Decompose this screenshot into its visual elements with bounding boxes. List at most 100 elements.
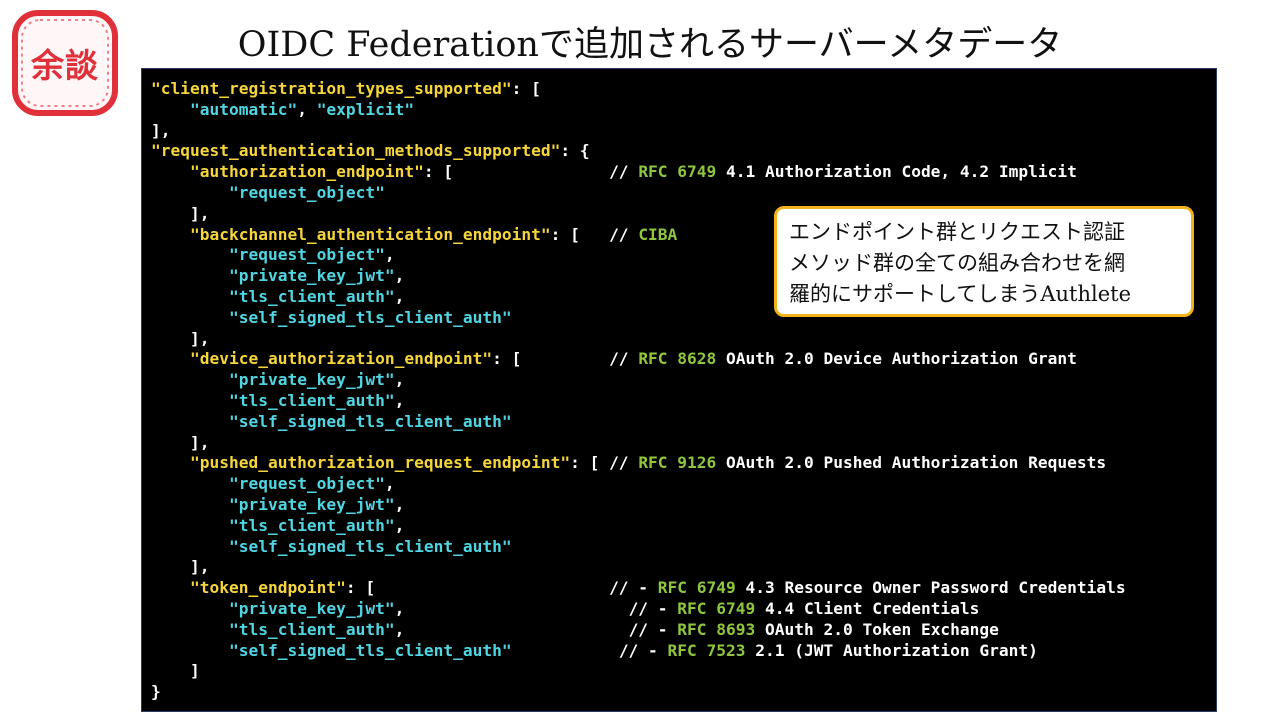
code-indent (151, 162, 190, 181)
stamp-border-icon (21, 19, 109, 107)
code-indent (151, 349, 190, 368)
code-line: "self_signed_tls_client_auth" (151, 536, 512, 557)
json-value: "self_signed_tls_client_auth" (228, 536, 512, 556)
json-value: "private_key_jwt" (228, 370, 395, 390)
code-indent (151, 287, 229, 306)
comment-text: OAuth 2.0 Pushed Authorization Requests (716, 453, 1107, 473)
code-comment: // (609, 224, 639, 244)
code-line: ], (151, 432, 210, 453)
comment-text: 4.3 Resource Owner Password Credentials (735, 578, 1126, 598)
code-indent (151, 620, 229, 639)
json-value: "tls_client_auth" (228, 515, 395, 535)
code-punct: , (394, 370, 405, 390)
code-line: "tls_client_auth", (151, 515, 404, 536)
json-value: "tls_client_auth" (228, 619, 395, 639)
callout-box: エンドポイント群とリクエスト認証 メソッド群の全ての組み合わせを網 羅的にサポー… (774, 206, 1194, 317)
code-line: "tls_client_auth", // - RFC 8693 OAuth 2… (151, 619, 999, 640)
code-indent (151, 537, 229, 556)
code-punct: , (394, 266, 405, 286)
code-punct: , (384, 474, 395, 494)
code-line: ], (151, 556, 210, 577)
code-line: "authorization_endpoint": [ // RFC 6749 … (151, 161, 1077, 182)
code-line: "request_object" (151, 182, 385, 203)
code-punct: , (394, 391, 405, 410)
code-punct: : [ (345, 578, 610, 598)
comment-text: OAuth 2.0 Device Authorization Grant (716, 349, 1077, 369)
code-indent (151, 578, 190, 597)
code-indent (151, 661, 190, 680)
code-line: "private_key_jwt", (151, 369, 404, 390)
code-line: ], (151, 120, 171, 141)
code-punct: , (394, 619, 629, 639)
code-indent (151, 329, 190, 348)
code-indent (151, 266, 229, 285)
json-key: "token_endpoint" (189, 578, 346, 598)
json-key: "request_authentication_methods_supporte… (151, 141, 561, 161)
json-key: "backchannel_authentication_endpoint" (189, 224, 551, 244)
code-punct: } (151, 682, 161, 702)
rfc-reference: RFC 6749 (657, 578, 736, 598)
code-indent (151, 474, 229, 493)
json-value: "request_object" (228, 245, 385, 265)
json-value: "tls_client_auth" (228, 287, 395, 306)
json-value: "private_key_jwt" (228, 266, 395, 286)
callout-line: メソッド群の全ての組み合わせを網 (789, 251, 1125, 275)
slide-title: OIDC Federationで追加されるサーバーメタデータ (237, 25, 1063, 65)
json-value: "automatic" (189, 99, 298, 119)
code-line: ] (151, 660, 200, 681)
code-line: } (151, 681, 161, 702)
code-line: ], (151, 328, 210, 349)
comment-text: 4.4 Client Credentials (755, 599, 980, 618)
rfc-reference: RFC 9126 (638, 453, 717, 473)
code-punct: ], (151, 120, 171, 140)
aside-stamp: 余談 (12, 10, 118, 116)
code-line: "private_key_jwt", (151, 265, 404, 286)
code-line: "request_authentication_methods_supporte… (151, 140, 590, 161)
code-indent (151, 370, 229, 389)
code-punct: : { (560, 141, 590, 161)
code-line: "self_signed_tls_client_auth" (151, 411, 512, 432)
code-comment: // - (628, 599, 678, 618)
json-value: "request_object" (228, 474, 385, 494)
json-value: "self_signed_tls_client_auth" (228, 640, 512, 660)
comment-text: OAuth 2.0 Token Exchange (755, 619, 999, 639)
code-indent (151, 495, 229, 514)
comment-text: CIBA (638, 224, 678, 244)
json-key: "device_authorization_endpoint" (189, 349, 493, 369)
json-value: "self_signed_tls_client_auth" (228, 411, 512, 431)
comment-text: 2.1 (JWT Authorization Grant) (745, 640, 1038, 660)
code-punct: ], (189, 557, 210, 577)
code-punct: , (384, 245, 395, 265)
comment-text: 4.1 Authorization Code, 4.2 Implicit (716, 162, 1077, 182)
code-indent (151, 516, 229, 535)
code-indent (151, 245, 229, 264)
code-line: ], (151, 203, 210, 224)
code-line: "device_authorization_endpoint": [ // RF… (151, 348, 1077, 369)
json-key: "client_registration_types_supported" (151, 79, 512, 98)
json-key: "pushed_authorization_request_endpoint" (189, 453, 571, 473)
code-indent (151, 412, 229, 431)
code-indent (151, 641, 229, 660)
code-comment: // (609, 162, 639, 182)
code-punct: ], (189, 432, 210, 452)
rfc-reference: RFC 8628 (638, 349, 717, 369)
code-comment: // - (618, 640, 668, 660)
code-punct: ], (189, 203, 210, 223)
code-comment: // - (628, 619, 678, 639)
code-punct: : [ (492, 349, 610, 369)
code-line: "client_registration_types_supported": [ (151, 78, 541, 99)
code-line: "self_signed_tls_client_auth" // - RFC 7… (151, 640, 1038, 661)
code-indent (151, 453, 190, 472)
code-punct: : [ (550, 224, 610, 244)
rfc-reference: RFC 6749 (638, 162, 717, 182)
code-punct: ], (189, 328, 210, 348)
rfc-reference: RFC 8693 (677, 619, 756, 639)
json-value: "self_signed_tls_client_auth" (228, 307, 512, 327)
code-comment: // (609, 349, 639, 369)
json-value: "private_key_jwt" (228, 599, 395, 618)
json-value: "tls_client_auth" (228, 391, 395, 410)
callout-line: エンドポイント群とリクエスト認証 (789, 220, 1125, 244)
code-line: "automatic", "explicit" (151, 99, 414, 120)
code-line: "private_key_jwt", // - RFC 6749 4.4 Cli… (151, 598, 979, 619)
code-punct: : [ (511, 79, 541, 98)
